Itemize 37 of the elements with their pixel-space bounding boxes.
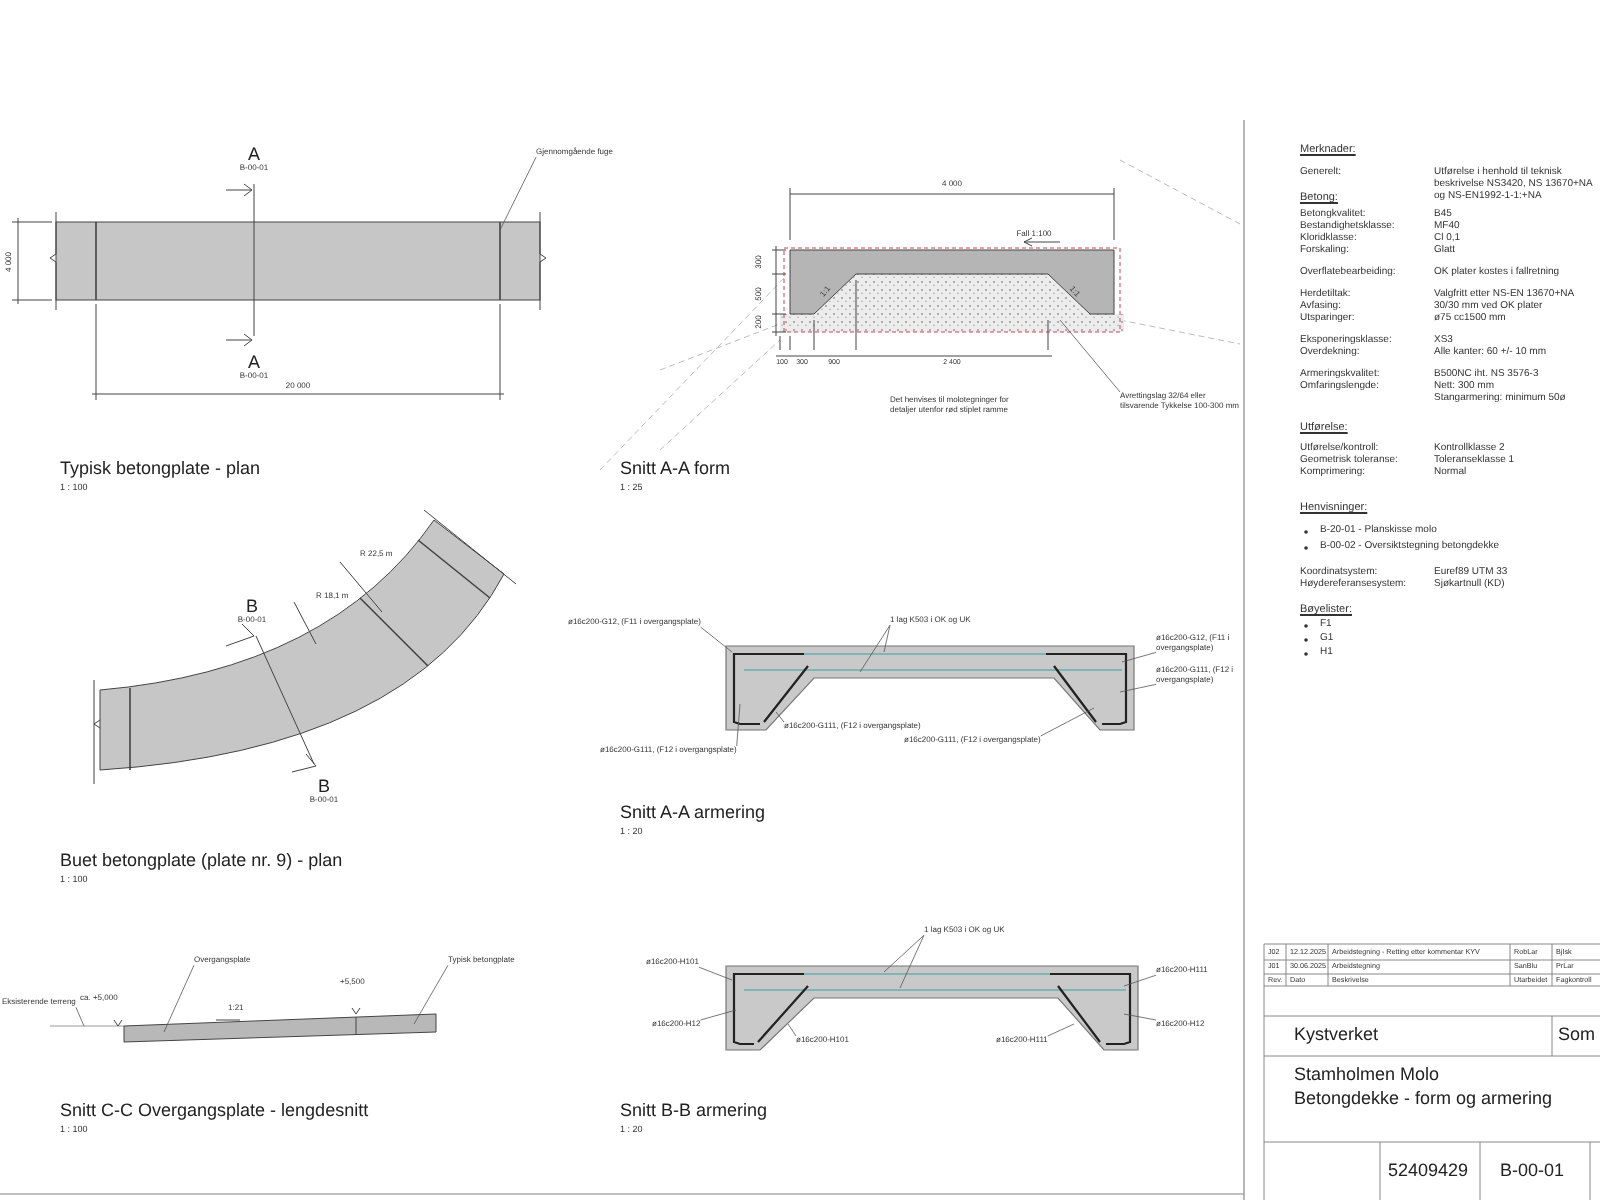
drawing-annotation: B xyxy=(246,596,258,616)
leader-line xyxy=(736,703,741,747)
leader-line xyxy=(499,156,537,231)
leader-line xyxy=(1047,1023,1075,1037)
drawing-annotation: A xyxy=(248,352,260,372)
leader-line xyxy=(700,1009,737,1021)
view-title: Snitt B-B armering xyxy=(620,1100,768,1121)
drawing-annotation: A xyxy=(248,144,260,164)
view-title: Snitt C-C Overgangsplate - lengdesnitt xyxy=(60,1100,369,1121)
leader-line xyxy=(1040,707,1095,737)
title-block-text: Som xyxy=(1558,1024,1596,1045)
leader-line xyxy=(700,626,733,653)
view-title: Buet betongplate (plate nr. 9) - plan xyxy=(60,850,343,871)
leader-line xyxy=(787,1023,797,1037)
leader-line xyxy=(698,966,733,981)
leader-line xyxy=(1121,652,1157,663)
leader-line xyxy=(775,711,785,723)
leader-line xyxy=(75,1006,85,1027)
title-block-text: Kystverket xyxy=(1294,1024,1379,1045)
view-title: Snitt A-A armering xyxy=(620,802,766,823)
leader-line xyxy=(1119,684,1157,693)
title-block-text: Stamholmen Molo xyxy=(1294,1064,1440,1085)
leader-line xyxy=(1059,319,1121,393)
leader-line xyxy=(413,964,449,1025)
leader-line xyxy=(1123,1013,1157,1021)
leader-line xyxy=(1123,974,1157,987)
drawing-annotation: B xyxy=(318,776,330,796)
view-title: Snitt A-A form xyxy=(620,458,731,479)
leader-line xyxy=(883,934,925,973)
leader-line xyxy=(859,624,891,673)
title-block-text: B-00-01 xyxy=(1500,1160,1565,1181)
leader-line xyxy=(163,964,195,1033)
title-block-text: Betongdekke - form og armering xyxy=(1294,1088,1553,1109)
leader-line xyxy=(883,624,891,653)
view-title: Typisk betongplate - plan xyxy=(60,458,261,479)
leader-line xyxy=(899,934,925,989)
title-block-text: 52409429 xyxy=(1388,1160,1469,1181)
